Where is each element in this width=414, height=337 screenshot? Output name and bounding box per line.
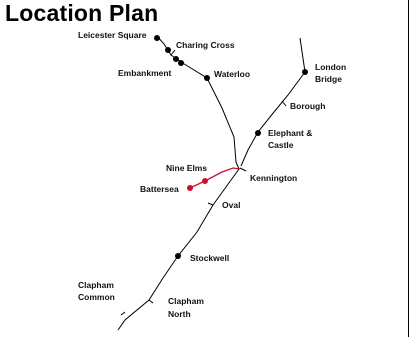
label-elephant-castle-2: Castle — [268, 140, 294, 150]
map-title: Location Plan — [5, 0, 159, 26]
battersea-extension-line — [189, 167, 241, 189]
map-frame-border — [408, 0, 409, 337]
label-clapham-common-2: Common — [78, 292, 115, 302]
charing-cross-branch-line — [156, 35, 240, 170]
clapham-common-tick — [120, 311, 126, 316]
label-nine-elms: Nine Elms — [166, 163, 208, 173]
label-waterloo: Waterloo — [214, 69, 251, 79]
kennington-tick — [239, 167, 247, 172]
borough-tick — [281, 100, 287, 107]
label-elephant-castle-1: Elephant & — [268, 128, 313, 138]
label-london-bridge-1: London — [315, 62, 347, 72]
battersea-dot — [187, 185, 193, 191]
charing-cross-dot — [165, 47, 171, 53]
label-charing-cross: Charing Cross — [176, 40, 235, 50]
label-oval: Oval — [222, 200, 241, 210]
label-clapham-common-1: Clapham — [78, 280, 114, 290]
stockwell-dot — [175, 253, 181, 259]
london-bridge-dot — [302, 69, 308, 75]
label-borough: Borough — [290, 101, 326, 111]
elephant-castle-dot — [255, 130, 261, 136]
label-kennington: Kennington — [250, 173, 298, 183]
label-battersea: Battersea — [140, 184, 179, 194]
label-clapham-north-2: North — [168, 309, 191, 319]
clapham-north-tick — [148, 299, 154, 304]
southern-trunk-line — [117, 168, 240, 331]
label-stockwell: Stockwell — [190, 253, 230, 263]
charing-cross-tick — [170, 49, 176, 56]
label-leicester-square: Leicester Square — [78, 30, 147, 40]
embankment-dot-2 — [178, 60, 184, 66]
embankment-dot — [173, 56, 179, 62]
waterloo-dot — [204, 75, 210, 81]
label-embankment: Embankment — [118, 68, 172, 78]
nine-elms-dot — [202, 178, 208, 184]
label-clapham-north-1: Clapham — [168, 296, 204, 306]
leicester-square-dot — [154, 35, 160, 41]
oval-tick — [207, 202, 214, 206]
label-london-bridge-2: Bridge — [315, 74, 342, 84]
